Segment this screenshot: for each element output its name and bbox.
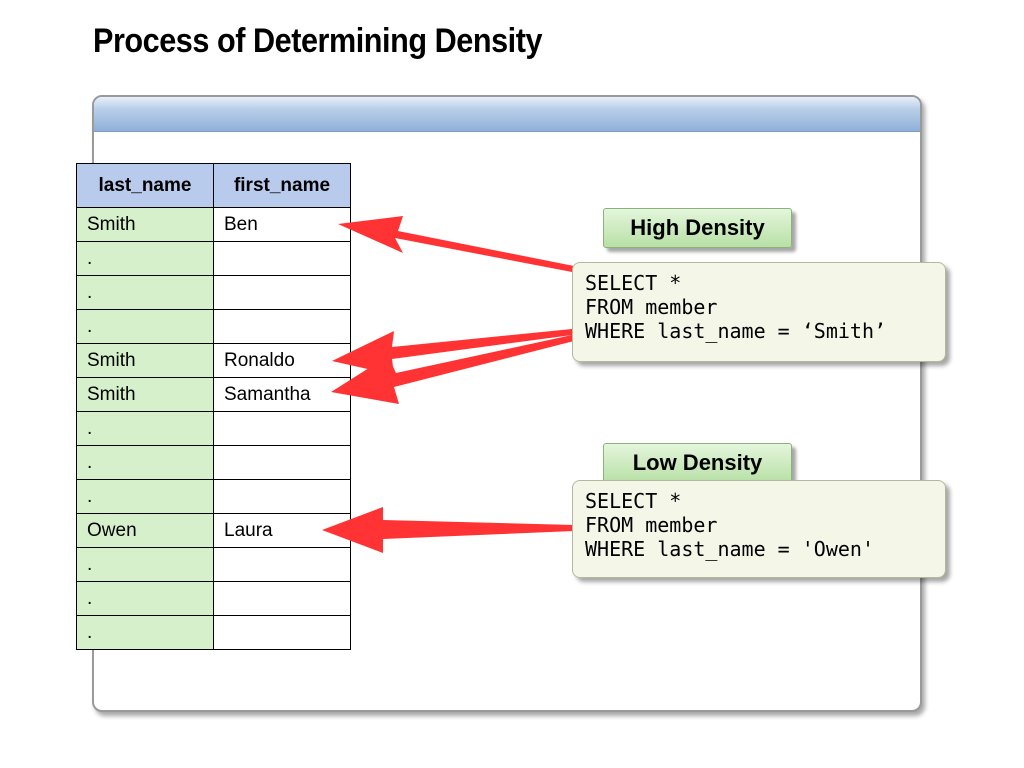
first-name-cell [213, 479, 351, 514]
first-name-cell [213, 615, 351, 650]
code-line: FROM member [585, 295, 718, 319]
panel-header-bar [94, 97, 920, 132]
last-name-cell: . [76, 241, 214, 276]
last-name-cell: Smith [76, 207, 214, 242]
first-name-cell: Samantha [213, 377, 351, 412]
first-name-cell: Ben [213, 207, 351, 242]
high-density-query-box: SELECT * FROM member WHERE last_name = ‘… [572, 262, 946, 362]
arrow-to-smith-ben [338, 216, 574, 272]
table-row: . [76, 445, 351, 480]
first-name-cell [213, 241, 351, 276]
last-name-cell: . [76, 615, 214, 650]
slide-title: Process of Determining Density [93, 22, 543, 60]
first-name-cell [213, 309, 351, 344]
table-row: . [76, 275, 351, 310]
code-line: FROM member [585, 513, 718, 537]
first-name-cell: Laura [213, 513, 351, 548]
first-name-cell [213, 581, 351, 616]
arrow-to-owen-laura [322, 507, 574, 553]
arrow-to-smith-samantha [331, 335, 574, 404]
last-name-cell: . [76, 411, 214, 446]
table-row: . [76, 479, 351, 514]
high-density-label: High Density [603, 208, 792, 248]
table-row: . [76, 615, 351, 650]
last-name-cell: . [76, 275, 214, 310]
first-name-cell: Ronaldo [213, 343, 351, 378]
arrow-to-smith-ronaldo [332, 329, 572, 375]
first-name-cell [213, 445, 351, 480]
last-name-cell: . [76, 445, 214, 480]
last-name-cell: Owen [76, 513, 214, 548]
first-name-cell [213, 275, 351, 310]
table-row: . [76, 581, 351, 616]
last-name-cell: Smith [76, 343, 214, 378]
low-density-query-box: SELECT * FROM member WHERE last_name = '… [572, 480, 946, 578]
column-header-first-name: first_name [213, 163, 351, 208]
code-line: WHERE last_name = 'Owen' [585, 537, 874, 561]
last-name-cell: . [76, 581, 214, 616]
table-row: . [76, 241, 351, 276]
low-density-label: Low Density [603, 443, 792, 483]
code-line: WHERE last_name = ‘Smith’ [585, 319, 887, 343]
code-line: SELECT * [585, 489, 682, 513]
table-header-row: last_name first_name [76, 163, 351, 208]
code-line: SELECT * [585, 271, 682, 295]
last-name-cell: Smith [76, 377, 214, 412]
